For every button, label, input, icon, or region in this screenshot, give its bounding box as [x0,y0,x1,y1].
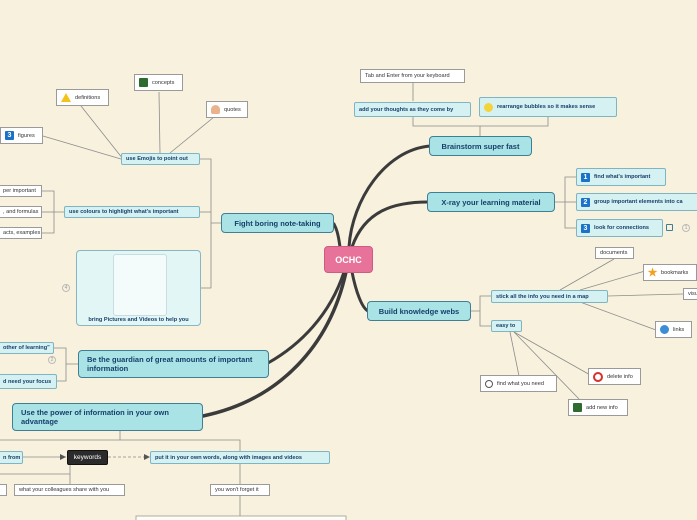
leaf-find-need-label: find what you need [497,380,544,387]
topic-brainstorm[interactable]: Brainstorm super fast [429,136,532,156]
leaf-links[interactable]: links [655,321,692,338]
subtopic-pictures-videos[interactable]: bring Pictures and Videos to help you [76,250,201,326]
star-icon: ★ [647,267,658,279]
subtopic-own-words[interactable]: put it in your own words, along with ima… [150,451,330,464]
number-2-icon: 2 [581,197,590,207]
image-placeholder [113,254,167,316]
leaf-bookmarks[interactable]: ★ bookmarks [643,264,697,281]
leaf-definitions[interactable]: definitions [56,89,109,106]
leaf-add-info-label: add new info [586,404,618,411]
collapse-count-badge[interactable]: 4 [62,284,70,292]
number-3-icon: 3 [581,223,590,233]
magnifier-icon [485,379,493,388]
leaf-concepts[interactable]: concepts [134,74,183,91]
leaf-visual[interactable]: visu [683,288,697,300]
keywords-node[interactable]: keywords [67,450,108,465]
person-icon [211,105,220,114]
subtopic-mother-learning[interactable]: other of learning" [0,342,54,354]
subtopic-find-important-label: find what's important [594,174,651,180]
number-3-icon: 3 [5,131,14,140]
number-1-icon: 1 [581,172,590,182]
leaf-colour-3[interactable]: acts, examples [0,227,42,239]
leaf-links-label: links [673,326,685,333]
subtopic-find-important[interactable]: 1 find what's important [576,168,666,186]
arrow-head-icon [144,454,150,460]
link-icon[interactable] [666,224,673,231]
subtopic-need-focus[interactable]: d need your focus [0,374,57,389]
subtopic-use-colours[interactable]: use colours to highlight what's importan… [64,206,200,218]
leaf-delete-info-label: delete info [607,373,633,380]
collapse-count-badge[interactable]: 1 [682,224,690,232]
subtopic-rearrange-label: rearrange bubbles so it makes sense [497,104,596,110]
topic-knowledge-webs[interactable]: Build knowledge webs [367,301,471,321]
leaf-find-need[interactable]: find what you need [480,375,557,392]
leaf-cut-off[interactable] [0,484,7,496]
subtopic-group-important-label: group important elements into ca [594,199,683,205]
subtopic-look-connections[interactable]: 3 look for connections [576,219,663,237]
no-entry-icon [593,371,603,382]
leaf-figures-label: figures [18,132,35,139]
subtopic-group-important[interactable]: 2 group important elements into ca [576,193,697,211]
leaf-concepts-label: concepts [152,79,175,86]
leaf-quotes[interactable]: quotes [206,101,248,118]
leaf-wont-forget[interactable]: you won't forget it [210,484,270,496]
book-icon [573,403,582,412]
topic-guardian[interactable]: Be the guardian of great amounts of impo… [78,350,269,378]
topic-fight-note-taking[interactable]: Fight boring note-taking [221,213,334,233]
leaf-definitions-label: definitions [75,94,101,101]
subtopic-add-thoughts[interactable]: add your thoughts as they come by [354,102,471,117]
light-bulb-icon [484,102,493,112]
leaf-figures[interactable]: 3 figures [0,127,43,144]
subtopic-use-emojis[interactable]: use Emojis to point out [121,153,200,165]
central-topic[interactable]: OCHC [324,246,373,273]
subtopic-easy-to[interactable]: easy to [491,320,522,332]
leaf-quotes-label: quotes [224,106,241,113]
subtopic-stick-info[interactable]: stick all the info you need in a map [491,290,608,303]
collapse-count-badge[interactable]: 2 [48,356,56,364]
globe-icon [660,325,669,334]
leaf-colleagues-share[interactable]: what your colleagues share with you [14,484,125,496]
leaf-colour-1[interactable]: per important [0,185,42,197]
book-icon [139,78,148,87]
leaf-bookmarks-label: bookmarks [661,269,689,276]
leaf-colour-2[interactable]: , and formulas [0,206,42,218]
leaf-documents[interactable]: documents [595,247,634,259]
subtopic-pictures-videos-label: bring Pictures and Videos to help you [88,317,189,323]
warning-icon [61,93,71,102]
arrow-head-icon [60,454,66,460]
subtopic-rearrange[interactable]: rearrange bubbles so it makes sense [479,97,617,117]
leaf-delete-info[interactable]: delete info [588,368,641,385]
leaf-tab-enter[interactable]: Tab and Enter from your keyboard [360,69,465,83]
subtopic-look-connections-label: look for connections [594,225,650,231]
subtopic-learn-from[interactable]: n from [0,451,23,464]
leaf-add-info[interactable]: add new info [568,399,628,416]
topic-power-of-information[interactable]: Use the power of information in your own… [12,403,203,431]
topic-xray[interactable]: X-ray your learning material [427,192,555,212]
